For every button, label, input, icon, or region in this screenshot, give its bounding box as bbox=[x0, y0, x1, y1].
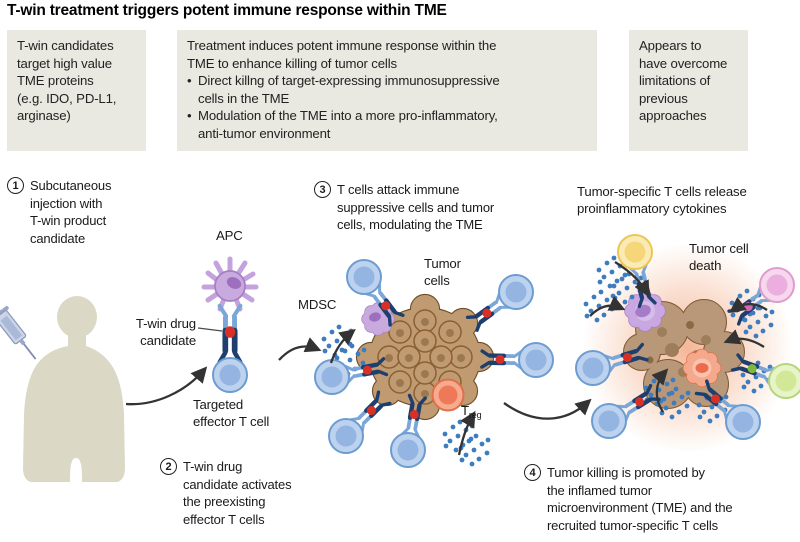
effector-t-cell bbox=[498, 274, 534, 310]
tumor-specific-t-cell-pink bbox=[759, 267, 795, 303]
effector-t-cell bbox=[725, 404, 761, 440]
cytokine-dots bbox=[442, 419, 475, 453]
step-4-number: 4 bbox=[524, 464, 541, 481]
bullet-item: • Modulation of the TME into a more pro-… bbox=[187, 107, 587, 142]
effector-t-cell bbox=[328, 418, 364, 454]
tumor-cells-label: Tumor cells bbox=[424, 256, 461, 288]
step-4-text: Tumor killing is promoted by the inflame… bbox=[547, 465, 733, 533]
label-pointer-line bbox=[197, 327, 223, 332]
step-3-text: T cells attack immune suppressive cells … bbox=[337, 182, 495, 232]
t-cell-receptor bbox=[349, 390, 392, 433]
info-box-middle-intro: Treatment induces potent immune response… bbox=[187, 38, 497, 71]
apc-cell bbox=[201, 256, 259, 312]
bullet-marker: • bbox=[187, 73, 192, 89]
info-box-right: Appears to have overcome limitations of … bbox=[629, 30, 748, 151]
treg-label: Treg bbox=[461, 402, 482, 424]
bullet-item: • Direct killng of target-expressing imm… bbox=[187, 72, 587, 107]
effector-t-cell bbox=[518, 342, 554, 378]
tumor-specific-t-cell-green bbox=[768, 363, 800, 399]
step-3: 3 T cells attack immune suppressive cell… bbox=[314, 181, 569, 234]
flow-arrows bbox=[125, 261, 768, 456]
t-cell-receptor bbox=[401, 393, 427, 439]
human-silhouette bbox=[23, 296, 125, 482]
step-2-number: 2 bbox=[160, 458, 177, 475]
figure-title: T-win treatment triggers potent immune r… bbox=[7, 2, 447, 19]
info-box-middle: Treatment induces potent immune response… bbox=[177, 30, 597, 151]
effector-t-cell bbox=[390, 432, 426, 468]
dying-treg-cell bbox=[682, 348, 722, 388]
effector-t-cell bbox=[591, 403, 627, 439]
t-cell-receptor bbox=[615, 383, 661, 422]
step-3-number: 3 bbox=[314, 181, 331, 198]
bullet-text: Direct killng of target-expressing immun… bbox=[198, 73, 500, 106]
treg-label-main: T bbox=[461, 403, 469, 418]
targeted-t-cell-label: Targeted effector T cell bbox=[193, 397, 270, 429]
tumor-cell-death-label: Tumor cell death bbox=[689, 241, 749, 273]
twin-drug-molecule bbox=[224, 326, 236, 338]
step-4: 4 Tumor killing is promoted by the infla… bbox=[524, 464, 797, 534]
bullet-marker: • bbox=[187, 108, 192, 124]
effector-t-cell bbox=[314, 359, 350, 395]
effector-t-cell bbox=[346, 259, 382, 295]
treg-cell bbox=[431, 378, 465, 412]
apc-label: APC bbox=[216, 228, 243, 243]
tumor-specific-label: Tumor-specific T cells release proinflam… bbox=[577, 184, 747, 216]
t-cell-receptor bbox=[730, 353, 777, 386]
t-cell-receptor bbox=[465, 292, 511, 332]
t-cell-receptor bbox=[603, 342, 649, 373]
t-cell-receptor bbox=[343, 357, 389, 384]
twin-drug-label: T-win drug candidate bbox=[135, 316, 196, 348]
mdsc-label: MDSC bbox=[298, 297, 337, 312]
step-1-text: Subcutaneous injection with T-win produc… bbox=[30, 178, 112, 246]
targeted-effector-t-cell bbox=[212, 357, 248, 393]
t-cell-receptor bbox=[480, 349, 523, 370]
treg-label-sub: reg bbox=[468, 410, 482, 420]
mdsc-cell bbox=[361, 302, 395, 336]
step-2-text: T-win drug candidate activates the preex… bbox=[183, 459, 292, 527]
step-2: 2 T-win drug candidate activates the pre… bbox=[160, 458, 343, 528]
syringe-icon bbox=[0, 301, 37, 360]
step-1-number: 1 bbox=[7, 177, 24, 194]
t-cell-receptor bbox=[694, 379, 739, 421]
step-1: 1 Subcutaneous injection with T-win prod… bbox=[7, 177, 142, 247]
cytokine-dots bbox=[321, 324, 354, 358]
tumor-specific-t-cell-yellow bbox=[617, 234, 653, 270]
t-cell-receptor bbox=[364, 282, 405, 327]
effector-t-cell bbox=[575, 350, 611, 386]
info-box-left: T-win candidates target high value TME p… bbox=[7, 30, 146, 151]
bullet-text: Modulation of the TME into a more pro-in… bbox=[198, 108, 498, 141]
twin-drug-receptor bbox=[220, 306, 241, 363]
